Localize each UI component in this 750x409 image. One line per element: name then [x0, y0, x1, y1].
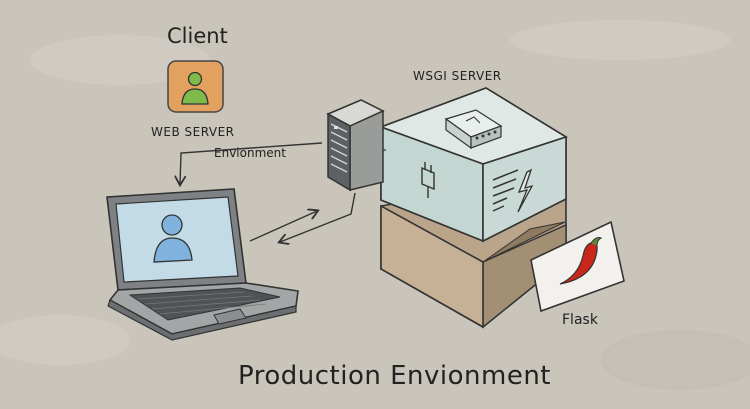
- flask-label: Flask: [562, 312, 598, 328]
- diagram-title: Production Envionment: [238, 361, 551, 391]
- response-arrow: [280, 192, 356, 242]
- wsgi-server-box: [378, 87, 568, 243]
- user-icon: [181, 71, 209, 105]
- flask-crate: [380, 195, 567, 329]
- chili-pepper-icon: [559, 237, 603, 285]
- router-icon: [444, 109, 503, 150]
- web-server-label: WEB SERVER: [151, 125, 235, 139]
- client-label: Client: [167, 24, 228, 48]
- request-arrow: [249, 211, 317, 242]
- environment-arrow-label: Envionment: [214, 146, 286, 160]
- flask-card: [530, 220, 625, 313]
- background-texture: [0, 20, 750, 390]
- user-icon: [153, 214, 193, 263]
- laptop-icon: [106, 188, 299, 341]
- spec-text-lines: [492, 169, 519, 212]
- server-tower-icon: [326, 99, 385, 192]
- wsgi-server-label: WSGI SERVER: [413, 69, 502, 83]
- lightning-icon: [517, 168, 534, 213]
- environment-arrow: [180, 142, 323, 184]
- client-avatar: [167, 60, 224, 113]
- plug-icon: [421, 162, 435, 198]
